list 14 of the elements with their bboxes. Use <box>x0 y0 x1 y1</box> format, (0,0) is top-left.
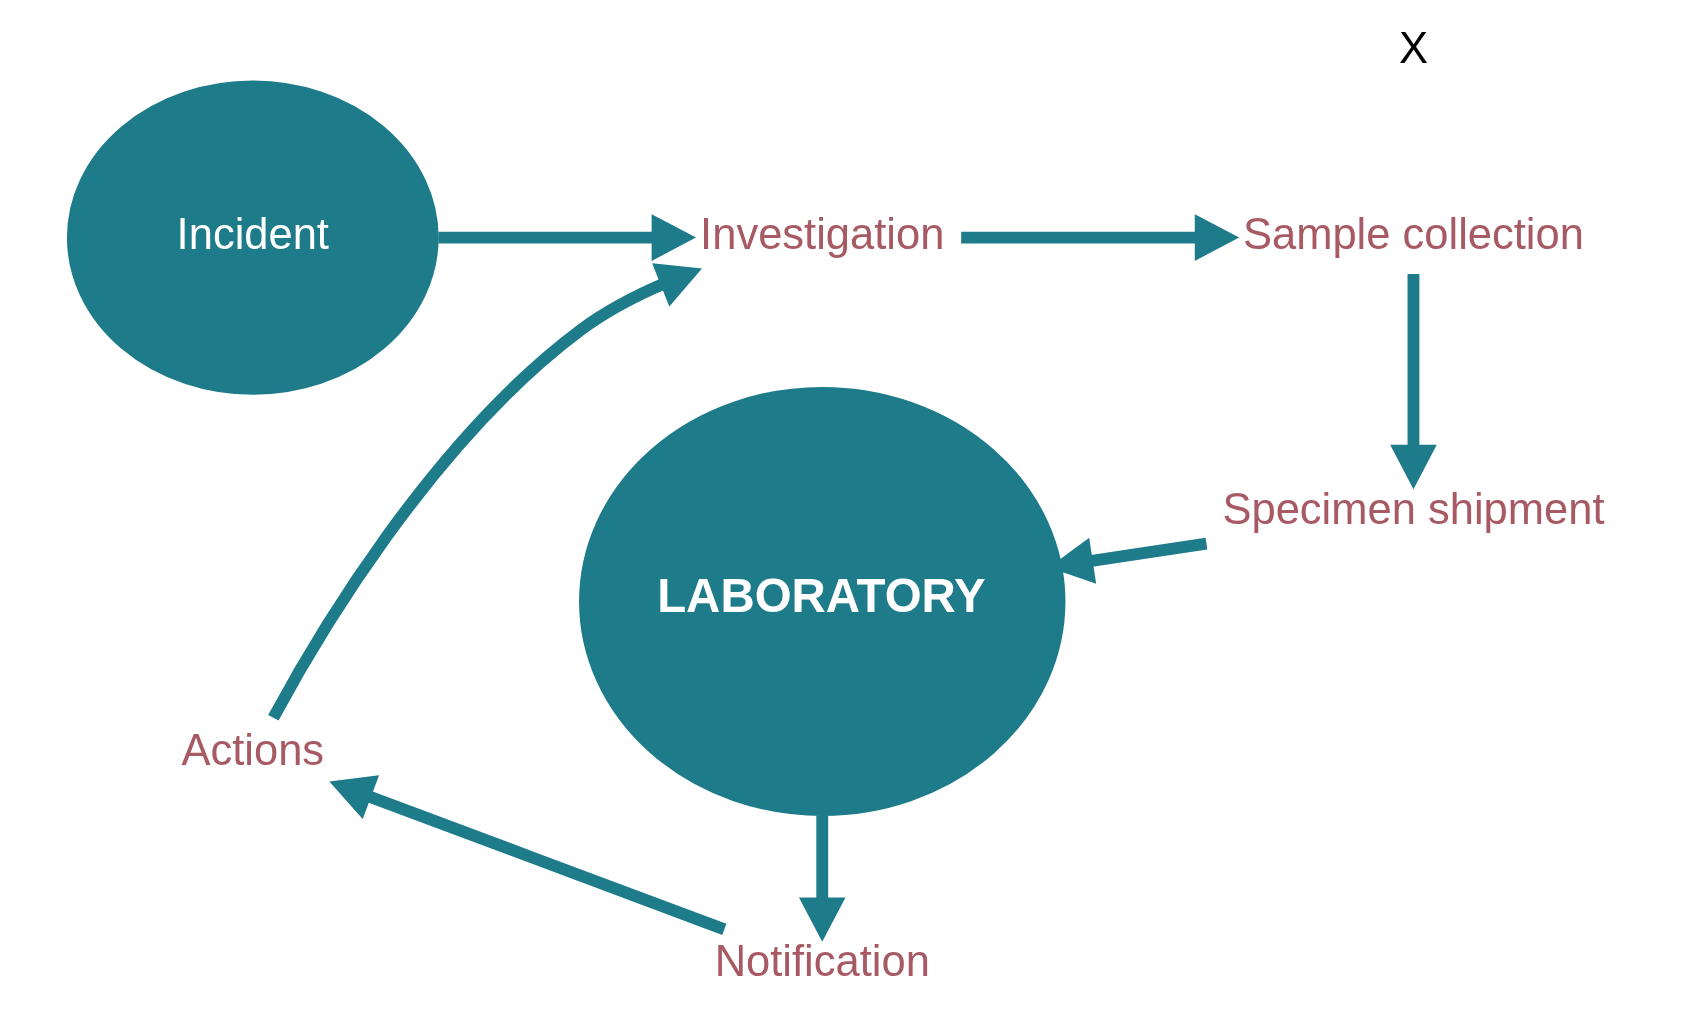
arrow <box>268 263 702 721</box>
node-text: Actions <box>181 725 325 774</box>
label: X <box>1398 23 1428 72</box>
node-ellipse: LABORATORY <box>579 386 1066 816</box>
node-text: Sample collection <box>1242 209 1584 258</box>
arrow <box>438 214 697 261</box>
node-text: Notification <box>714 937 930 986</box>
node-text: Investigation <box>700 209 945 258</box>
arrow <box>1390 274 1437 490</box>
arrow <box>961 214 1240 261</box>
node-ellipse: Incident <box>66 80 439 395</box>
arrow <box>329 775 727 935</box>
arrow <box>798 815 846 942</box>
node-text: Specimen shipment <box>1222 484 1605 533</box>
